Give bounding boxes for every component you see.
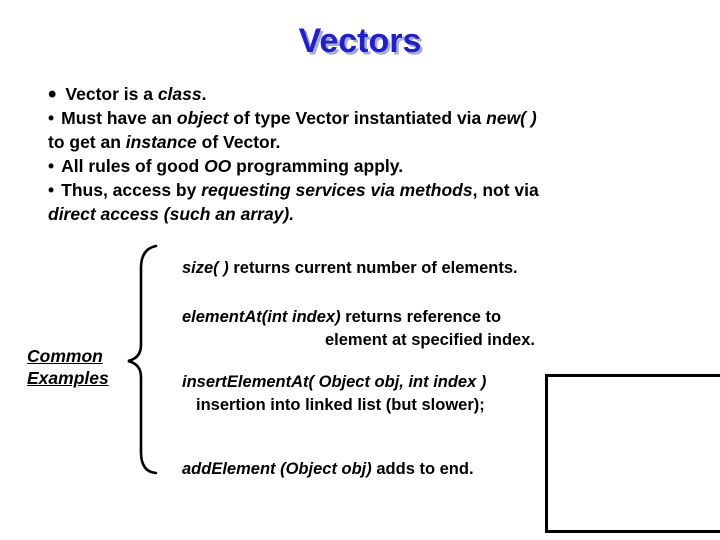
curly-brace-icon	[127, 244, 158, 475]
example-element-at-line1: elementAt(int index) returns reference t…	[182, 308, 502, 326]
bullet-icon: •	[48, 108, 55, 128]
intro-bullet-list: •Vector is a class. •Must have an object…	[48, 82, 648, 226]
example-insert-element-at-line1: insertElementAt( Object obj, int index )	[182, 373, 487, 391]
bullet-line: •Vector is a class.	[48, 81, 207, 108]
slide-title: Vectors	[298, 22, 422, 60]
example-element-at-line2: element at specified index.	[325, 331, 535, 349]
bullet-text: All rules of good OO programming apply.	[61, 156, 404, 176]
bullet-icon: •	[48, 156, 55, 176]
bullet-line: • All rules of good OO programming apply.	[48, 154, 648, 178]
bullet-line: direct access (such an array).	[48, 202, 648, 226]
bullet-text: Vector is a class.	[65, 84, 207, 104]
bullet-text: Thus, access by requesting services via …	[61, 180, 539, 200]
common-examples-label: Common Examples	[27, 345, 109, 389]
bullet-text: to get an instance of Vector.	[48, 132, 281, 152]
bullet-line: • Must have an object of type Vector inst…	[48, 106, 648, 130]
common-examples-label-line2: Examples	[27, 368, 109, 388]
example-insert-element-at-line2: insertion into linked list (but slower);	[196, 396, 485, 414]
example-add-element: addElement (Object obj) adds to end.	[182, 460, 474, 478]
common-examples-label-line1: Common	[27, 346, 103, 366]
example-size: size( ) returns current number of elemen…	[182, 259, 518, 277]
bullet-text: direct access (such an array).	[48, 204, 295, 224]
bullet-line: • Thus, access by requesting services via…	[48, 178, 648, 202]
empty-rectangle	[545, 374, 720, 533]
bullet-line: to get an instance of Vector.	[48, 130, 648, 154]
bullet-icon: •	[48, 180, 55, 200]
bullet-text: Must have an object of type Vector insta…	[61, 108, 537, 128]
